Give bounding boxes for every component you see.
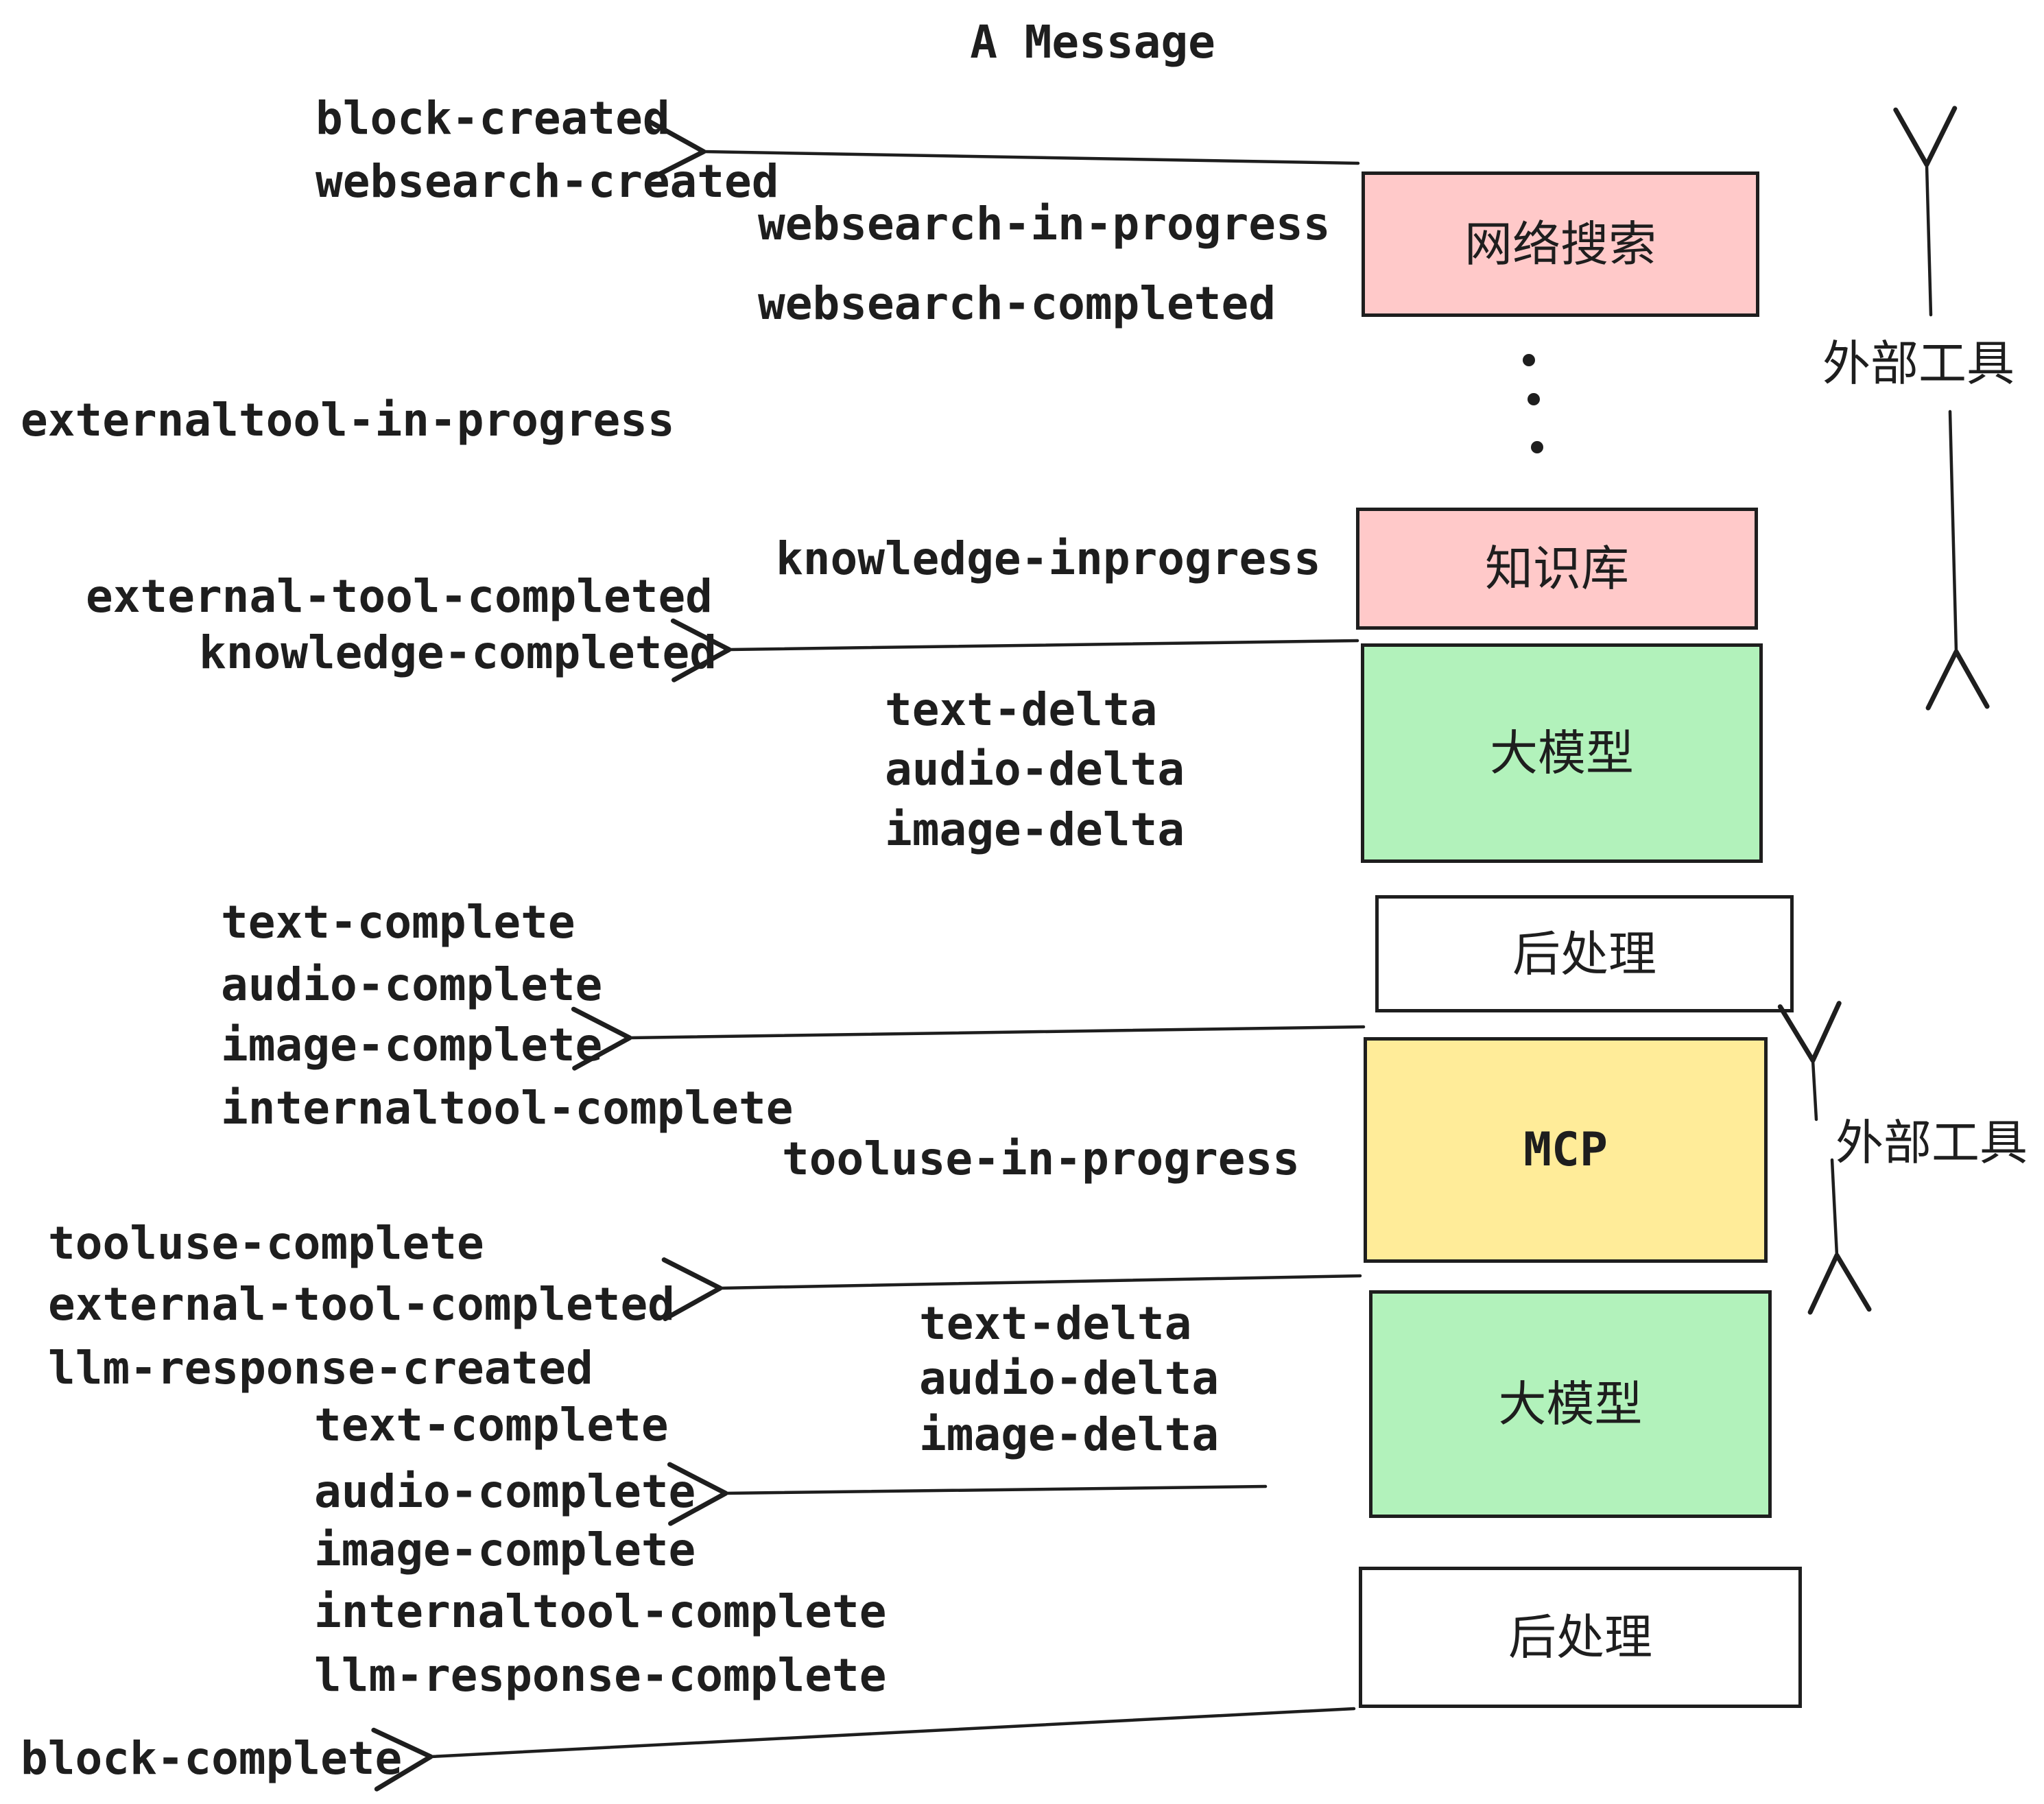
box-llm-1-label: 大模型 <box>1490 725 1634 781</box>
event-label-websearch-in-progress: websearch-in-progress <box>758 198 1331 250</box>
ellipsis-dot-3 <box>1531 441 1543 453</box>
arrow-tooluse-complete <box>661 1257 1362 1322</box>
event-label-external-tool-completed-2: external-tool-completed <box>48 1278 675 1331</box>
event-label-internaltool-complete-2: internaltool-complete <box>314 1585 887 1638</box>
box-postprocess-2-label: 后处理 <box>1508 1609 1652 1665</box>
diagram-title: A Message <box>970 16 1215 69</box>
event-label-knowledge-inprogress: knowledge-inprogress <box>776 532 1321 585</box>
event-label-tooluse-in-progress: tooluse-in-progress <box>782 1132 1300 1185</box>
box-llm-2: 大模型 <box>1369 1290 1772 1518</box>
arrow-image-complete <box>571 1006 1366 1071</box>
ellipsis-dot-1 <box>1523 354 1535 366</box>
event-label-text-delta-1: text-delta <box>885 683 1158 736</box>
event-label-image-complete-1: image-complete <box>221 1019 603 1071</box>
event-label-block-complete: block-complete <box>21 1732 403 1785</box>
side-label-external-tools-top: 外部工具 <box>1822 335 2015 392</box>
event-label-text-complete-2: text-complete <box>314 1399 669 1451</box>
event-label-text-complete-1: text-complete <box>221 896 575 949</box>
box-postprocess-2: 后处理 <box>1359 1567 1802 1708</box>
box-mcp-label: MCP <box>1523 1122 1608 1177</box>
event-label-audio-complete-1: audio-complete <box>221 958 603 1011</box>
ellipsis-dots <box>1523 354 1543 453</box>
box-knowledge-label: 知识库 <box>1485 541 1629 597</box>
side-label-external-tools-mid: 外部工具 <box>1835 1115 2028 1171</box>
arrow-block-complete <box>371 1707 1356 1792</box>
box-websearch-label: 网络搜索 <box>1464 216 1656 272</box>
event-label-image-delta-2: image-delta <box>919 1408 1220 1461</box>
box-llm-2-label: 大模型 <box>1498 1376 1643 1432</box>
event-label-websearch-created: websearch-created <box>316 155 779 208</box>
event-label-block-created: block-created <box>316 92 670 145</box>
event-label-external-tool-completed-1: external-tool-completed <box>86 570 713 623</box>
arrow-external-tools-up-2 <box>1777 1001 1842 1121</box>
event-label-image-complete-2: image-complete <box>314 1523 696 1576</box>
box-postprocess-1-label: 后处理 <box>1512 925 1656 982</box>
arrow-audio-complete <box>667 1462 1268 1526</box>
event-label-internaltool-complete-1: internaltool-complete <box>221 1082 794 1135</box>
event-label-externaltool-in-progress: externaltool-in-progress <box>21 394 675 447</box>
event-label-knowledge-completed: knowledge-completed <box>199 626 717 679</box>
box-llm-1: 大模型 <box>1361 643 1763 863</box>
box-knowledge: 知识库 <box>1356 508 1758 630</box>
arrow-external-tools-up-1 <box>1893 106 1958 317</box>
event-label-image-delta-1: image-delta <box>885 803 1185 856</box>
event-label-audio-delta-2: audio-delta <box>919 1352 1220 1405</box>
ellipsis-dot-2 <box>1528 393 1540 405</box>
event-label-text-delta-2: text-delta <box>919 1297 1192 1350</box>
event-label-llm-response-complete: llm-response-complete <box>314 1649 887 1702</box>
box-mcp: MCP <box>1364 1037 1768 1263</box>
box-postprocess-1: 后处理 <box>1375 895 1794 1012</box>
event-label-llm-response-created: llm-response-created <box>48 1342 593 1394</box>
box-websearch: 网络搜索 <box>1362 171 1759 317</box>
event-label-audio-complete-2: audio-complete <box>314 1465 696 1518</box>
event-label-audio-delta-1: audio-delta <box>885 743 1185 796</box>
arrow-external-tools-down-2 <box>1807 1158 1872 1315</box>
event-label-tooluse-complete: tooluse-complete <box>48 1217 484 1270</box>
event-label-websearch-completed: websearch-completed <box>758 277 1276 330</box>
arrow-external-tools-down-1 <box>1925 410 1990 711</box>
arrow-websearch-created <box>645 119 1360 183</box>
arrow-knowledge-completed <box>670 618 1359 683</box>
